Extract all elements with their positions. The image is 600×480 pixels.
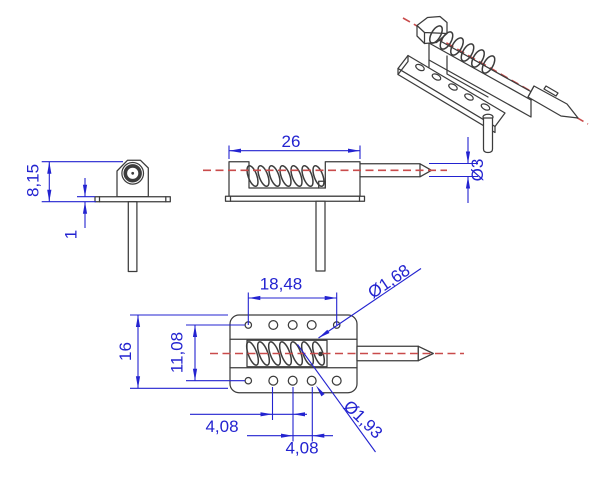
dim-top-hole-span: 18,48 bbox=[247, 275, 338, 325]
dim-label-top-hole-pitch-b: 4,08 bbox=[285, 439, 318, 458]
front-view: 26 Ø3 bbox=[203, 132, 487, 272]
dim-label-side-plate-thickness: 1 bbox=[62, 230, 81, 239]
side-view-part bbox=[94, 159, 171, 273]
front-view-pin bbox=[359, 163, 433, 178]
top-view-pin bbox=[356, 345, 434, 362]
front-view-spring bbox=[246, 164, 325, 188]
top-view: 18,48 11,08 16 4,08 4,08 bbox=[116, 261, 464, 458]
isometric-view bbox=[397, 15, 589, 154]
dim-label-side-height: 8,15 bbox=[24, 164, 43, 197]
dim-side-height: 8,15 bbox=[24, 161, 123, 203]
dim-top-hole-pitch-a: 4,08 bbox=[190, 387, 307, 442]
dim-front-pin-diameter: Ø3 bbox=[429, 137, 487, 203]
dim-label-top-hole-pitch-a: 4,08 bbox=[205, 417, 238, 436]
dim-label-top-row-spacing: 11,08 bbox=[168, 332, 187, 373]
isometric-part bbox=[397, 15, 579, 154]
dim-top-row-spacing: 11,08 bbox=[168, 324, 245, 382]
dim-label-top-width: 16 bbox=[116, 342, 135, 361]
dim-side-plate-thickness: 1 bbox=[62, 178, 95, 239]
dim-label-top-hole-span: 18,48 bbox=[260, 275, 303, 294]
top-view-holes bbox=[244, 319, 342, 386]
dim-label-front-pin-diameter: Ø3 bbox=[468, 159, 487, 182]
dim-front-length: 26 bbox=[228, 132, 361, 159]
dim-top-hole-pitch-b: 4,08 bbox=[247, 387, 333, 458]
side-view: 8,15 1 bbox=[24, 159, 171, 273]
front-view-part bbox=[224, 161, 433, 272]
dim-label-top-small-hole-diameter: Ø1,68 bbox=[364, 261, 413, 303]
dim-label-front-length: 26 bbox=[282, 132, 301, 151]
dim-top-width: 16 bbox=[116, 314, 228, 389]
top-view-spring bbox=[245, 341, 326, 366]
